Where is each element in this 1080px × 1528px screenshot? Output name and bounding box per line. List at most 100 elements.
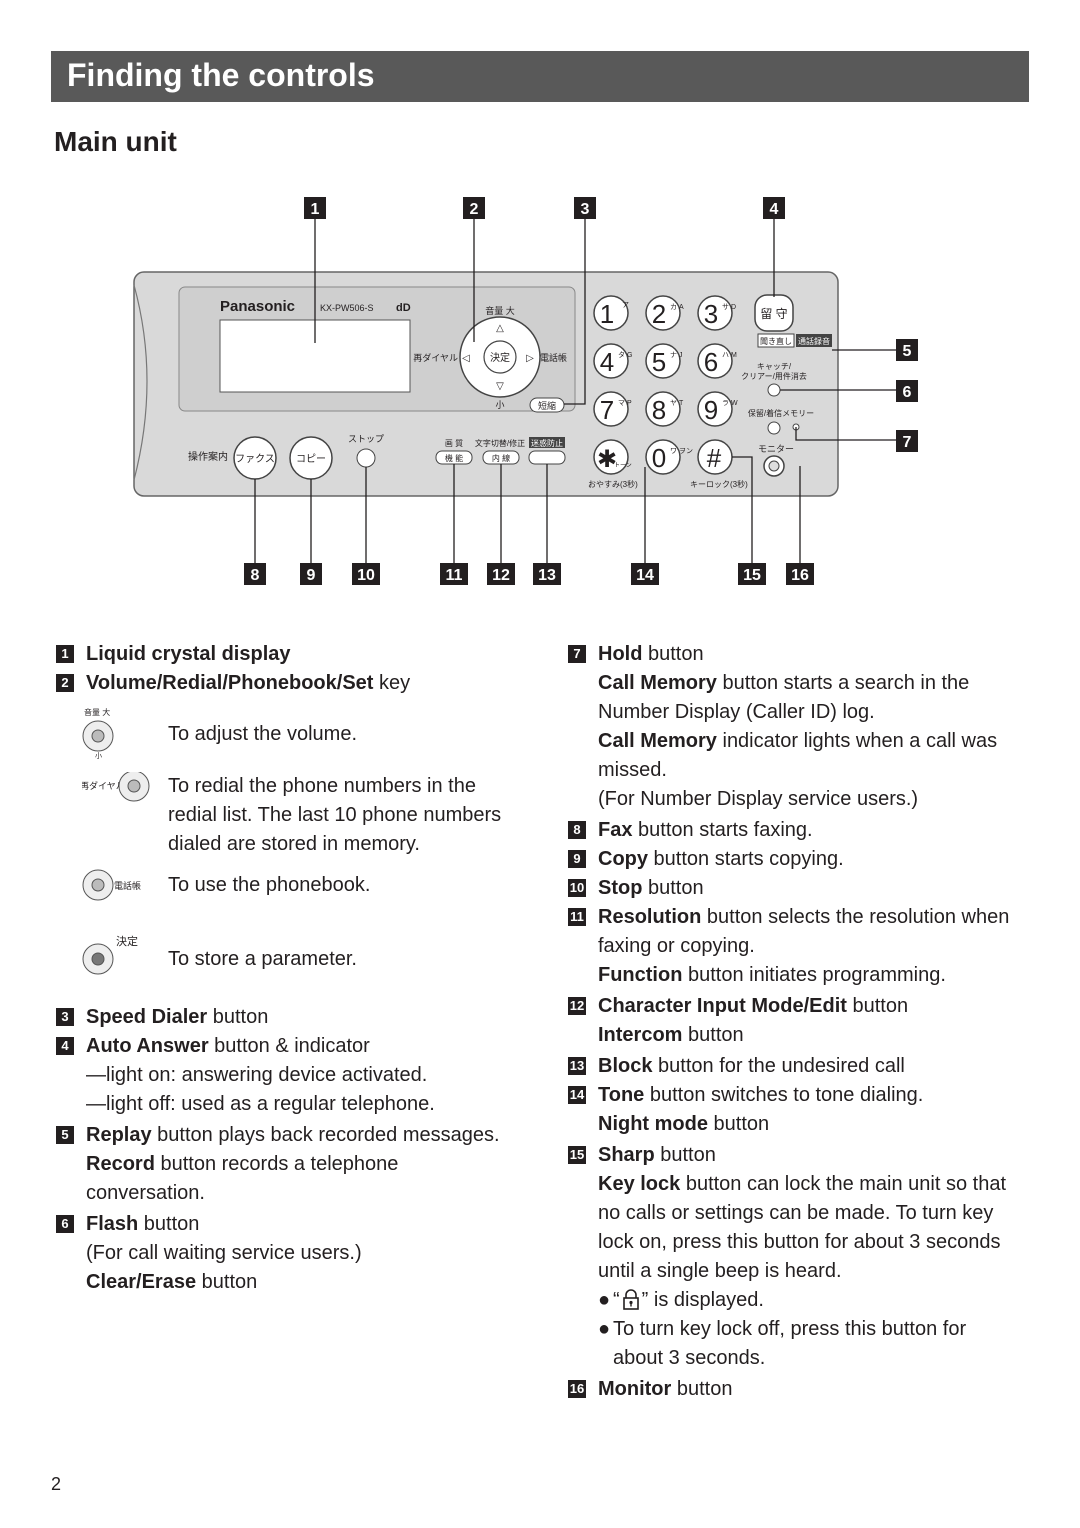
svg-text:3: 3: [581, 201, 590, 218]
replay-button[interactable]: [757, 333, 795, 348]
svg-text:5: 5: [903, 343, 912, 360]
right-column: 7 Hold button Call Memory button starts …: [568, 640, 1018, 1404]
list-item-14: 14 Tone button switches to tone dialing.: [568, 1084, 924, 1106]
svg-text:1: 1: [311, 201, 320, 218]
set-key[interactable]: [483, 340, 517, 374]
svg-text:▷: ▷: [526, 353, 534, 364]
volume-row: 音量 大 小 To adjust the volume.: [56, 706, 506, 764]
svg-text:保留/着信メモリー: 保留/着信メモリー: [748, 408, 814, 418]
padlock-icon: [622, 1289, 639, 1310]
list-item-15: 15 Sharp button: [568, 1144, 716, 1166]
svg-text:8: 8: [251, 567, 260, 584]
svg-text:タ G: タ G: [618, 350, 632, 359]
svg-text:おやすみ(3秒): おやすみ(3秒): [588, 479, 638, 489]
key-lock-bullet-1: ●“” is displayed.: [598, 1289, 764, 1311]
svg-text:2: 2: [652, 299, 666, 329]
svg-text:ラ W: ラ W: [722, 399, 738, 407]
dial-key-3[interactable]: 3 サ D: [697, 295, 736, 331]
redial-row: 再ダイヤル To redial the phone numbers in the…: [56, 772, 506, 859]
svg-text:電話帳: 電話帳: [540, 352, 567, 363]
list-item-10: 10 Stop button: [568, 877, 704, 899]
dial-key-9[interactable]: 9 ラ W: [697, 391, 738, 427]
list-item-13: 13 Block button for the undesired call: [568, 1055, 905, 1077]
flash-note: (For call waiting service users.): [86, 1242, 362, 1264]
list-item-9: 9 Copy button starts copying.: [568, 845, 1018, 874]
list-item-4: 4 Auto Answer button & indicator: [56, 1032, 506, 1061]
svg-text:キーロック(3秒): キーロック(3秒): [690, 479, 748, 489]
key-lock-line: Key lock button can lock the main unit s…: [598, 1173, 1007, 1282]
svg-text:2: 2: [470, 201, 479, 218]
main-unit-diagram: 1 2 3 4 5 6 7 8 9 10 11 12 13 14 15 16 P…: [133, 197, 918, 585]
night-mode-line: Night mode button: [598, 1113, 770, 1135]
list-item-3: 3 Speed Dialer button: [56, 1003, 506, 1032]
callout-9: 9: [300, 563, 322, 585]
function-line: Function button initiates programming.: [598, 964, 946, 986]
callout-14: 14: [631, 563, 659, 585]
svg-text:3: 3: [704, 299, 718, 329]
phonebook-row: 電話帳 To use the phonebook.: [56, 869, 506, 927]
svg-text:決定: 決定: [490, 351, 510, 364]
svg-text:9: 9: [307, 567, 316, 584]
svg-text:トーン: トーン: [614, 463, 632, 469]
set-key-icon: 決定: [82, 934, 138, 975]
flash-button[interactable]: [767, 383, 781, 397]
svg-text:留 守: 留 守: [760, 307, 787, 321]
callout-8: 8: [244, 563, 266, 585]
svg-text:1: 1: [600, 299, 614, 329]
block-button[interactable]: [528, 450, 566, 465]
sharp-key[interactable]: #: [697, 439, 733, 475]
svg-text:7: 7: [903, 434, 912, 451]
svg-text:内 線: 内 線: [492, 453, 510, 463]
svg-text:聞き直し: 聞き直し: [760, 336, 792, 346]
svg-text:電話帳: 電話帳: [114, 880, 141, 891]
auto-answer-light-on: —light on: answering device activated.: [86, 1064, 428, 1086]
stop-button[interactable]: [356, 448, 376, 468]
list-item-11: 11 Resolution button selects the resolut…: [568, 903, 1018, 961]
svg-text:音量 大: 音量 大: [485, 305, 515, 316]
svg-text:9: 9: [704, 395, 718, 425]
svg-text:11: 11: [446, 567, 463, 584]
model-label: KX-PW506-S: [320, 303, 374, 313]
svg-text:14: 14: [636, 567, 654, 584]
brand-logo: Panasonic: [220, 298, 295, 315]
intercom-line: Intercom button: [598, 1024, 744, 1046]
page-number: 2: [51, 1474, 62, 1494]
list-item-5: 5 Replay button plays back recorded mess…: [56, 1121, 506, 1150]
speed-dial-button[interactable]: [529, 397, 565, 413]
callout-5: 5: [896, 339, 918, 361]
svg-text:0: 0: [652, 443, 666, 473]
record-button[interactable]: [796, 334, 832, 347]
callout-2: 2: [463, 197, 485, 219]
callout-12: 12: [487, 563, 515, 585]
svg-text:13: 13: [538, 567, 556, 584]
svg-text:ファクス: ファクス: [235, 453, 275, 465]
list-item-1: 1 Liquid crystal display: [56, 640, 506, 669]
svg-text:マ P: マ P: [618, 399, 632, 407]
svg-text:再ダイヤル: 再ダイヤル: [82, 780, 125, 791]
hold-button[interactable]: [767, 421, 781, 435]
svg-text:10: 10: [357, 567, 375, 584]
tone-key[interactable]: ✱トーン: [593, 439, 632, 475]
svg-text:6: 6: [903, 384, 912, 401]
svg-text:サ D: サ D: [722, 303, 736, 311]
volume-description: To adjust the volume.: [168, 723, 357, 745]
redial-description: To redial the phone numbers in the redia…: [168, 775, 502, 855]
page-title: Finding the controls: [67, 57, 375, 93]
svg-text:文字切替/修正: 文字切替/修正: [475, 438, 525, 448]
list-item-12: 12 Character Input Mode/Edit button: [568, 995, 909, 1017]
svg-text:12: 12: [492, 567, 510, 584]
number-display-note: (For Number Display service users.): [598, 788, 919, 810]
call-memory-button-line: Call Memory button starts a search in th…: [598, 672, 970, 723]
svg-text:小: 小: [495, 400, 504, 410]
svg-text:4: 4: [770, 201, 779, 218]
callout-13: 13: [533, 563, 561, 585]
svg-text:通話録音: 通話録音: [798, 336, 830, 346]
